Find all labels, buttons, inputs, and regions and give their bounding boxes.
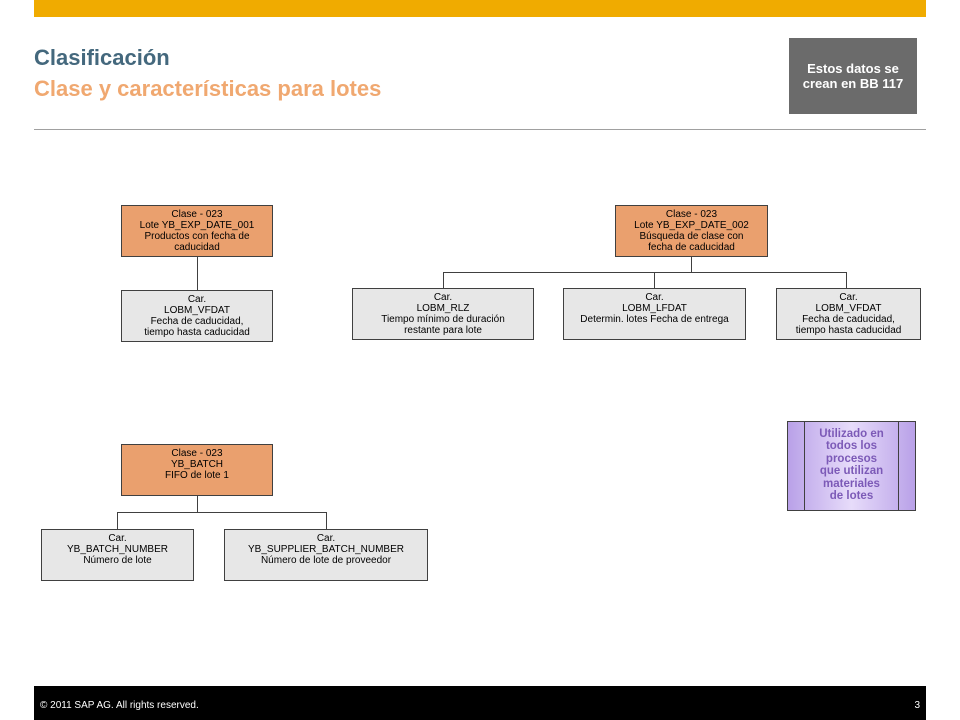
connector: [197, 257, 198, 290]
page-subtitle: Clase y características para lotes: [34, 76, 382, 101]
class-box-exp-date-002: Clase - 023 Lote YB_EXP_DATE_002 Búsqued…: [615, 205, 768, 257]
note-box: Estos datos se crean en BB 117: [789, 38, 917, 114]
top-accent-bar: [34, 0, 926, 17]
title-divider: [34, 129, 926, 130]
process-bar: [804, 422, 805, 510]
process-bar: [898, 422, 899, 510]
connector: [117, 512, 118, 529]
char-box-lobm-rlz: Car. LOBM_RLZ Tiempo mínimo de duración …: [352, 288, 534, 340]
class-box-exp-date-001: Clase - 023 Lote YB_EXP_DATE_001 Product…: [121, 205, 273, 257]
footer: © 2011 SAP AG. All rights reserved. 3: [34, 686, 926, 720]
copyright: © 2011 SAP AG. All rights reserved.: [40, 700, 199, 711]
char-box-yb-batch-number: Car. YB_BATCH_NUMBER Número de lote: [41, 529, 194, 581]
connector: [443, 272, 444, 288]
process-note-text: Utilizado en todos los procesos que util…: [819, 428, 884, 503]
connector: [846, 272, 847, 288]
connector: [443, 272, 847, 273]
connector: [691, 257, 692, 272]
page-number: 3: [914, 700, 920, 711]
char-box-lobm-vfdat: Car. LOBM_VFDAT Fecha de caducidad, tiem…: [121, 290, 273, 342]
process-note-box: Utilizado en todos los procesos que util…: [787, 421, 916, 511]
char-box-lobm-lfdat: Car. LOBM_LFDAT Determin. lotes Fecha de…: [563, 288, 746, 340]
connector: [197, 496, 198, 512]
char-box-lobm-vfdat: Car. LOBM_VFDAT Fecha de caducidad, tiem…: [776, 288, 921, 340]
connector: [654, 272, 655, 288]
page-title: Clasificación: [34, 45, 170, 70]
connector: [117, 512, 327, 513]
class-box-yb-batch: Clase - 023 YB_BATCH FIFO de lote 1: [121, 444, 273, 496]
char-box-yb-supplier-batch-number: Car. YB_SUPPLIER_BATCH_NUMBER Número de …: [224, 529, 428, 581]
connector: [326, 512, 327, 529]
